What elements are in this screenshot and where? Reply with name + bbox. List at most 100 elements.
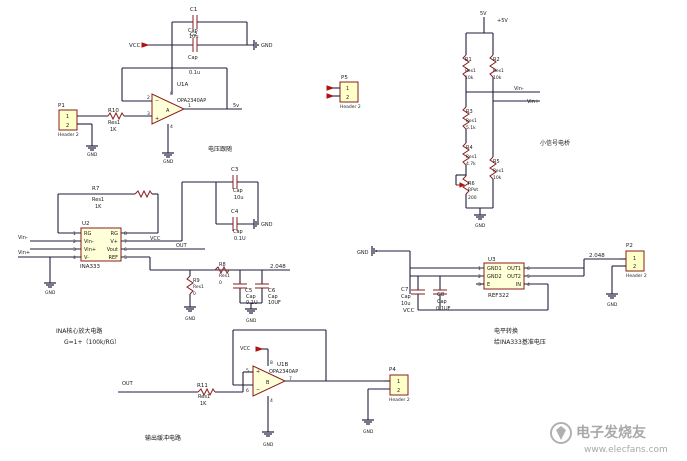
r11-value: 1K: [200, 401, 207, 407]
header-p5: P5 1 2 Header 2: [326, 75, 361, 110]
r1-ref: R1: [465, 57, 472, 63]
annot-ina-amp: INA核心放大电路: [56, 327, 102, 335]
u1a-unit: A: [166, 108, 170, 114]
vcc-label-4: VCC: [240, 346, 251, 352]
r6-value: 200: [468, 195, 477, 201]
res-r10: R10 Res1 1K: [107, 108, 125, 133]
gnd-label-10: GND: [607, 302, 618, 308]
gnd-label-8: GND: [246, 318, 257, 324]
r7-value: 1K: [95, 204, 102, 210]
ina-vin-plus: Vin+: [18, 250, 30, 256]
p5-ref: P5: [341, 75, 348, 81]
c7-ref: C7: [401, 287, 409, 293]
u2-pin-name-6: Vout: [107, 247, 118, 253]
annot-level-shift-2: 给INA333基准电压: [494, 338, 546, 346]
p2-ref: P2: [626, 243, 633, 249]
header-p1: P1 1 2 Header 2: [58, 103, 79, 138]
follower-block: C1 Cap 10u C2 Cap 0.1u VCC GND − + A: [58, 7, 273, 165]
u1a-part: OPA2340AP: [177, 98, 206, 104]
c1-ref: C1: [190, 7, 197, 13]
header-p4: [389, 374, 409, 396]
p5-type: Header 2: [340, 104, 361, 110]
ref2048-label-1: 2.048: [270, 264, 286, 270]
r7-type: Res1: [92, 197, 104, 203]
u3-pin-num-5: 5: [527, 274, 530, 280]
r4-type: Res1: [466, 154, 477, 160]
p1-pin1: 1: [66, 114, 69, 120]
u2-pin-num-4: 4: [73, 255, 76, 261]
c1-type: Cap: [188, 28, 198, 34]
r3-type: Res1: [466, 118, 477, 124]
gnd-label-4: GND: [475, 223, 486, 229]
r6-ref: R6: [468, 181, 475, 187]
c1-value: 10u: [189, 34, 199, 40]
u2-pin-name-2: Vin-: [84, 239, 94, 245]
c6-value: 10UF: [268, 300, 281, 306]
u2-ref: U2: [82, 221, 90, 227]
annot-follower: 电压跟随: [208, 145, 232, 153]
u2-pin-name-7: V+: [110, 239, 118, 245]
header-p2: [625, 250, 645, 272]
r3-value: 5.1k: [466, 125, 476, 131]
u2-part: INA333: [80, 264, 100, 270]
u2-pin-num-7: 7: [124, 239, 127, 245]
r2-ref: R2: [493, 57, 500, 63]
c5-type: Cap: [246, 294, 256, 300]
u1b-pin-inv: 6: [246, 388, 249, 394]
annot-level-shift-1: 电平转换: [494, 327, 518, 335]
u3-pin-name-3: E: [487, 282, 490, 288]
c5-ref: C5: [245, 288, 253, 294]
r4-value: 4.7k: [466, 161, 476, 167]
opamp-u1a: − + A U1A OPA2340AP 2 3 1 8 4: [147, 82, 206, 130]
u1b-ref: U1B: [277, 362, 289, 368]
u1b-pin-vminus: 4: [270, 398, 273, 404]
u1b-pin-out: 7: [289, 376, 292, 382]
u2-pin-name-3: Vin+: [84, 247, 96, 253]
gnd-label-12: GND: [363, 429, 374, 435]
r4-ref: R4: [466, 145, 473, 151]
u1a-ref: U1A: [177, 82, 189, 88]
p2-type: Header 2: [626, 273, 647, 279]
net-5v-label: 5v: [233, 103, 239, 109]
p1-ref: P1: [58, 103, 65, 109]
r11-ref: R11: [197, 383, 208, 389]
r3-ref: R3: [466, 109, 473, 115]
u3-pin-num-3: 3: [478, 282, 481, 288]
r8-ref: R8: [219, 262, 226, 268]
r11-type: Res1: [198, 394, 210, 400]
c3-type: Cap: [233, 188, 243, 194]
r5-ref: R5: [493, 159, 500, 165]
c2-ref: C2: [190, 32, 197, 38]
bridge-vin-minus: Vin-: [514, 86, 524, 92]
annot-gain: G=1+（100k/RG）: [64, 339, 120, 346]
u3-pin-num-1: 1: [478, 266, 481, 272]
u3-pin-name-2: GND2: [487, 274, 502, 280]
u2-pin-num-6: 6: [124, 247, 127, 253]
r10-type: Res1: [108, 120, 120, 126]
u1a-pin-inv: 2: [147, 95, 150, 101]
watermark-url: www.elecfans.com: [584, 445, 668, 455]
u3-part: REF322: [488, 293, 509, 299]
u2-pin-name-1: RG: [84, 231, 91, 237]
gnd-label-3: GND: [87, 152, 98, 158]
p2-pin1: 1: [633, 256, 636, 262]
u3-pin-num-6: 6: [527, 266, 530, 272]
u2-pin-name-8: RG: [111, 231, 118, 237]
r6-type: RPot: [468, 187, 478, 193]
u2-pin-num-1: 1: [73, 231, 76, 237]
u1a-pin-noninv: 3: [147, 111, 150, 117]
gnd-label-9: GND: [357, 250, 369, 256]
p4-pin1: 1: [397, 379, 400, 385]
c4-ref: C4: [231, 209, 239, 215]
r5-type: Res1: [493, 168, 504, 174]
gnd-label-11: GND: [263, 442, 274, 448]
u1b-pin-noninv: 5: [246, 368, 249, 374]
u2-pin-name-5: REF: [108, 255, 118, 261]
c8-ref: C8: [437, 292, 445, 298]
